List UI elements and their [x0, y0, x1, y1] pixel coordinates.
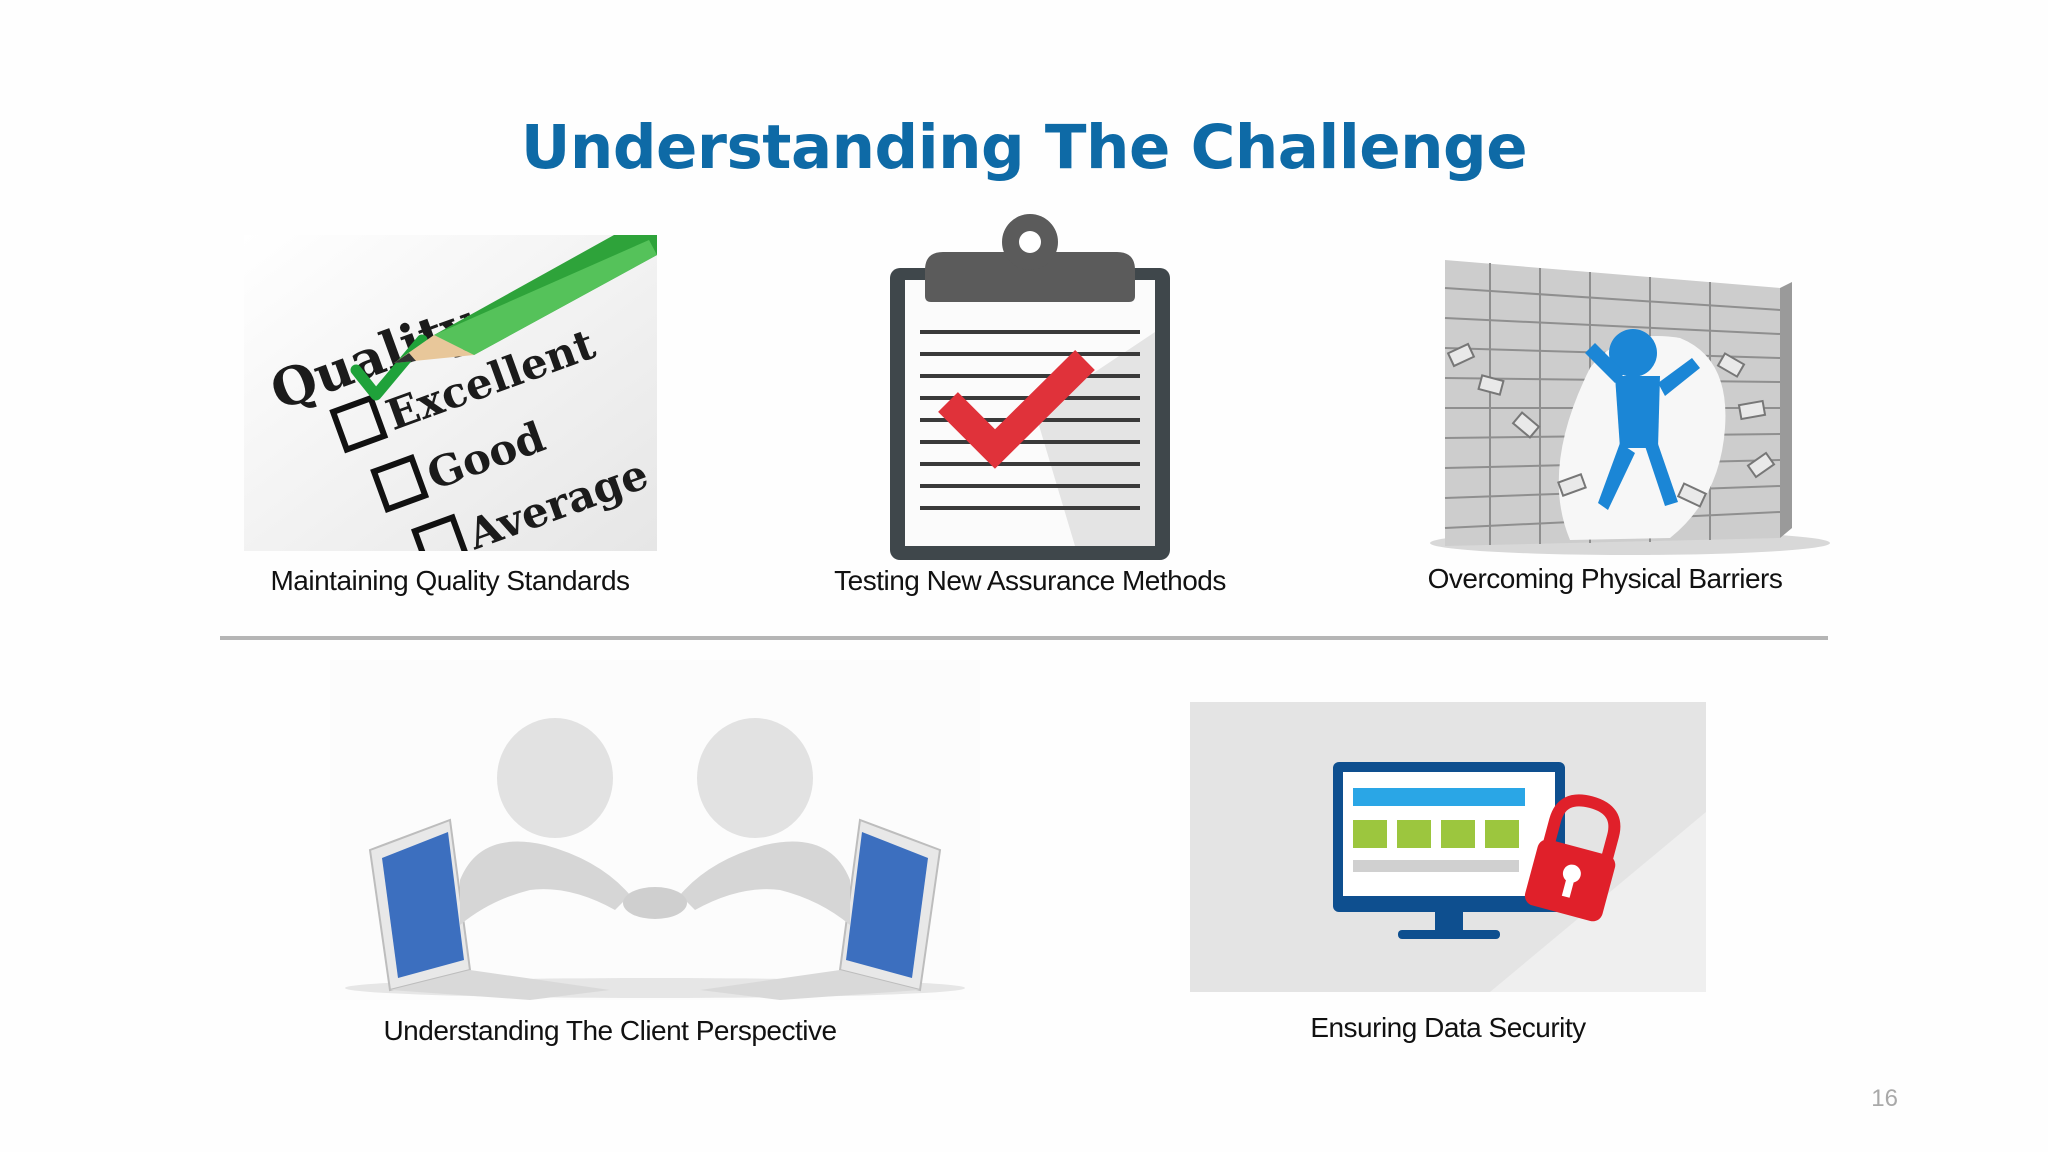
slide-title: Understanding The Challenge	[520, 112, 1528, 183]
quality-checklist-icon: Quality Excellent Good Average Poor	[244, 235, 657, 551]
page-number: 16	[1871, 1085, 1898, 1112]
caption-client-perspective: Understanding The Client Perspective	[383, 1015, 837, 1046]
green-pencil-icon	[394, 235, 657, 363]
caption-physical-barriers: Overcoming Physical Barriers	[1427, 563, 1783, 594]
caption-quality-standards: Maintaining Quality Standards	[270, 565, 630, 596]
section-divider	[220, 636, 1828, 640]
clipboard-check-icon	[890, 214, 1170, 560]
caption-data-security: Ensuring Data Security	[1310, 1012, 1586, 1043]
monitor-lock-icon	[1190, 702, 1706, 992]
figure-breaking-wall-icon	[1430, 260, 1830, 555]
caption-assurance-methods: Testing New Assurance Methods	[834, 565, 1226, 596]
handshake-laptops-icon	[330, 660, 980, 1000]
